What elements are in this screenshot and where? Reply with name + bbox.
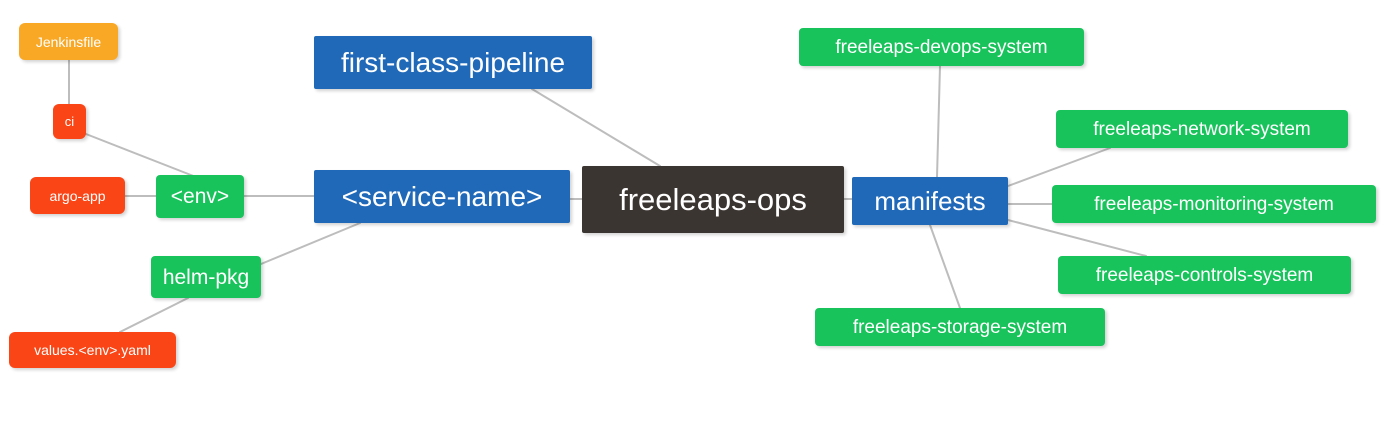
- node-label: freeleaps-controls-system: [1095, 264, 1314, 286]
- node-label: <service-name>: [341, 180, 543, 212]
- edge-manifests-to-freeleaps-network-system: [1007, 147, 1111, 187]
- node-env[interactable]: <env>: [156, 175, 244, 218]
- node-label: Jenkinsfile: [35, 33, 102, 50]
- node-manifests[interactable]: manifests: [852, 177, 1008, 225]
- node-label: freeleaps-ops: [619, 182, 807, 217]
- edge-ci-to-env: [85, 133, 197, 178]
- node-label: freeleaps-storage-system: [852, 316, 1068, 338]
- node-label: freeleaps-devops-system: [835, 36, 1048, 58]
- node-freeleaps-devops-system[interactable]: freeleaps-devops-system: [799, 28, 1084, 66]
- node-freeleaps-monitoring-system[interactable]: freeleaps-monitoring-system: [1052, 185, 1376, 223]
- node-label: <env>: [170, 185, 230, 208]
- node-label: helm-pkg: [162, 265, 250, 289]
- edge-manifests-to-freeleaps-devops-system: [936, 65, 941, 178]
- edge-helm-pkg-to-service-name: [260, 222, 361, 265]
- node-label: freeleaps-monitoring-system: [1094, 193, 1334, 215]
- node-values-yaml[interactable]: values.<env>.yaml: [9, 332, 176, 368]
- node-freeleaps-network-system[interactable]: freeleaps-network-system: [1056, 110, 1348, 148]
- node-label: argo-app: [49, 187, 106, 204]
- node-service-name[interactable]: <service-name>: [314, 170, 570, 223]
- node-first-class-pipeline[interactable]: first-class-pipeline: [314, 36, 592, 89]
- node-freeleaps-controls-system[interactable]: freeleaps-controls-system: [1058, 256, 1351, 294]
- node-jenkinsfile[interactable]: Jenkinsfile: [19, 23, 118, 60]
- node-label: ci: [64, 114, 75, 129]
- node-label: values.<env>.yaml: [34, 342, 151, 358]
- node-ci[interactable]: ci: [53, 104, 86, 139]
- node-label: first-class-pipeline: [340, 46, 566, 78]
- node-argo-app[interactable]: argo-app: [30, 177, 125, 214]
- node-helm-pkg[interactable]: helm-pkg: [151, 256, 261, 298]
- edge-manifests-to-freeleaps-controls-system: [1007, 219, 1147, 257]
- edge-first-class-pipeline-to-freeleaps-ops: [531, 88, 661, 167]
- node-label: freeleaps-network-system: [1093, 118, 1311, 140]
- node-freeleaps-ops[interactable]: freeleaps-ops: [582, 166, 844, 233]
- node-label: manifests: [874, 186, 986, 216]
- node-freeleaps-storage-system[interactable]: freeleaps-storage-system: [815, 308, 1105, 346]
- edge-manifests-to-freeleaps-storage-system: [929, 224, 961, 309]
- edge-values-yaml-to-helm-pkg: [119, 297, 189, 333]
